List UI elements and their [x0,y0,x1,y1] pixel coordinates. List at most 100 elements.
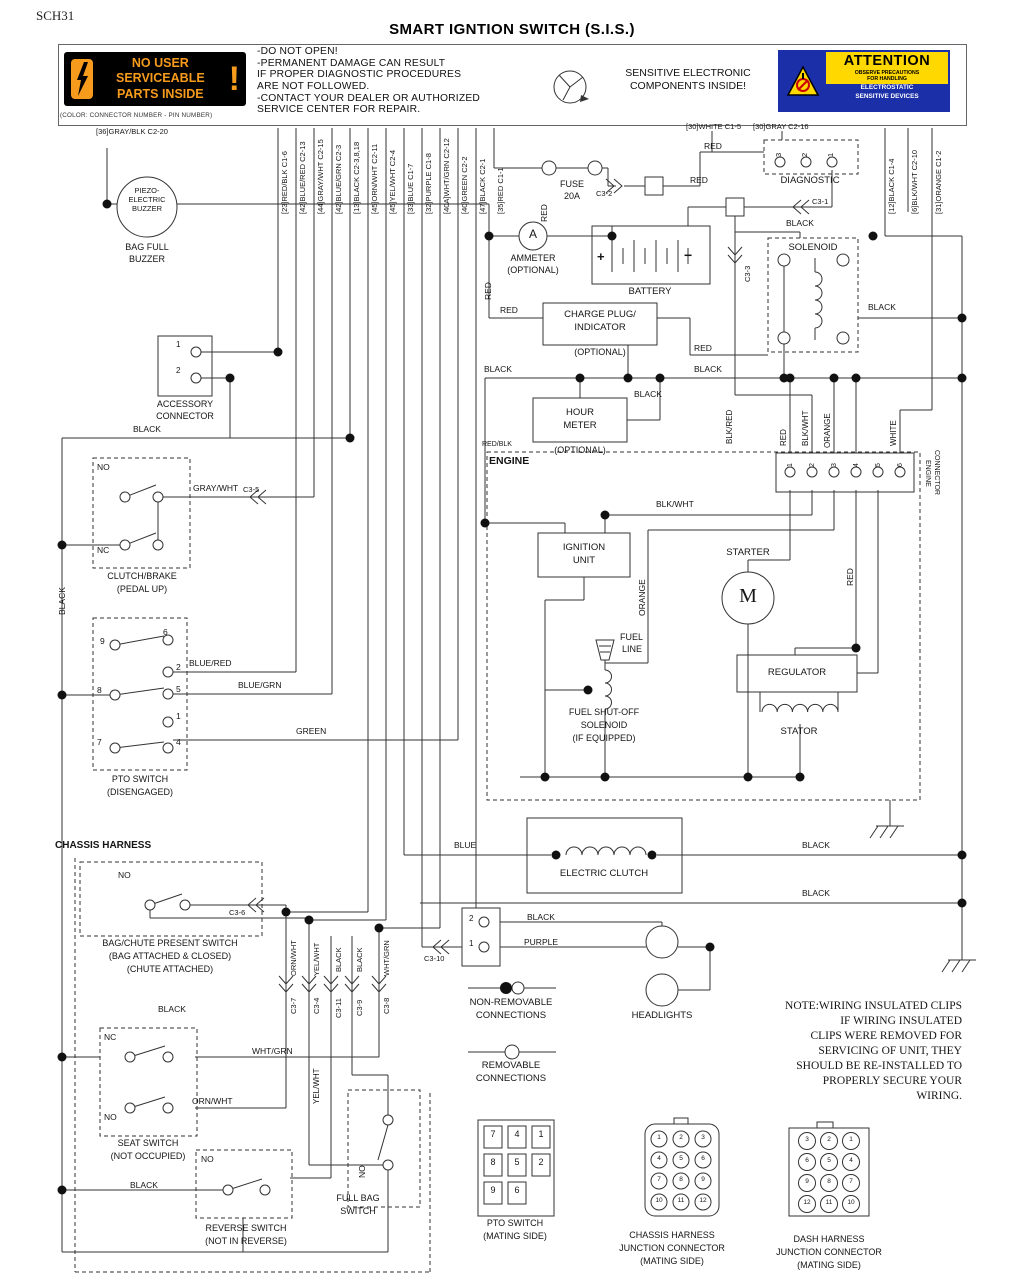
pto-mating-connector [477,1119,555,1217]
bag-chute-switch-box [79,861,263,937]
pto-pin [109,639,121,651]
accessory-pin [190,372,202,384]
battery-box [591,225,711,285]
solenoid-terminal [777,331,791,345]
switch-contact [382,1159,394,1171]
switch-contact [124,1102,136,1114]
removable-connection-icon [504,1044,520,1060]
diagnostic-pin [800,156,812,168]
attention-subtitle: OBSERVE PRECAUTIONS [854,69,920,76]
warning-line: -PERMANENT DAMAGE CAN RESULT [257,57,446,69]
accessory-pin [190,346,202,358]
switch-contact [179,899,191,911]
warning-line: SERVICE CENTER FOR REPAIR. [257,104,421,116]
attention-esd-text: ELECTROSTATIC SENSITIVE DEVICES [826,84,948,110]
solenoid-coil [814,271,823,329]
pto-pin [162,666,174,678]
charge-plug-box [542,302,658,346]
switch-contact [119,539,131,551]
badge-line: PARTS INSIDE [117,86,204,101]
battery-plates [611,240,689,272]
buzzer-symbol [116,176,178,238]
ammeter-symbol [518,221,548,251]
fuse-symbol [541,160,557,176]
warning-text: -DO NOT OPEN! -PERMANENT DAMAGE CAN RESU… [257,46,480,116]
ignition-unit-box [537,532,631,578]
clutch-coil [565,846,647,856]
solenoid-box [767,237,859,353]
attention-subtitle: FOR HANDLING [867,76,907,83]
non-removable-connection-icon [511,981,525,995]
warning-line: ARE NOT FOLLOWED. [257,80,370,92]
diagnostic-pin [826,156,838,168]
attention-esd-line: ELECTROSTATIC [860,84,914,92]
fuse-symbol [587,160,603,176]
color-legend: (COLOR: CONNECTOR NUMBER - PIN NUMBER) [60,112,213,119]
headlight-connector-pin [478,941,490,953]
headlight-connector-box [461,907,501,967]
component-outlines [109,156,915,1196]
accessory-connector-box [157,335,213,397]
page-title: SMART IGNTION SWITCH (S.I.S.) [389,21,635,38]
exclamation-icon: ! [228,59,240,98]
ground-icon [869,825,976,973]
warning-panel [58,44,967,126]
solenoid-terminal [836,253,850,267]
pto-pin [109,742,121,754]
component-dashed-outlines [74,139,921,1273]
reverse-switch-box [195,1149,293,1219]
switch-arms [114,484,389,1191]
switch-contact [119,491,131,503]
lightning-bolt-icon [71,59,93,99]
stator-coil [761,703,839,713]
pto-switch-box [92,617,188,771]
warning-line: IF PROPER DIAGNOSTIC PROCEDURES [257,69,462,81]
diagnostic-pin [774,156,786,168]
fuel-solenoid-coil [604,669,612,710]
switch-contact [144,899,156,911]
warning-line: -DO NOT OPEN! [257,46,338,57]
attention-title: ATTENTION [843,53,931,69]
sensitive-components-note: SENSITIVE ELECTRONIC COMPONENTS INSIDE! [612,67,764,93]
switch-contact [152,539,164,551]
pto-pin [162,634,174,646]
switch-contact [222,1184,234,1196]
engine-connector-pin [872,466,884,478]
attention-label: ATTENTION OBSERVE PRECAUTIONS FOR HANDLI… [778,50,950,112]
engine-connector-pin [806,466,818,478]
switch-contact [259,1184,271,1196]
switch-contact [124,1051,136,1063]
engine-box [486,451,921,801]
esd-wheel-icon [553,70,589,104]
junction-dots [57,199,967,1195]
solenoid-terminal [836,331,850,345]
engine-connector-pin [850,466,862,478]
chassis-junction-connector [644,1117,720,1217]
inline-connector-2 [725,197,745,217]
engine-connector-pin [784,466,796,478]
warning-line: -CONTACT YOUR DEALER OR AUTHORIZED [257,92,481,104]
sensitive-line: SENSITIVE ELECTRONIC [625,67,751,79]
badge-line: NO USER SERVICEABLE [115,55,205,86]
attention-esd-line: SENSITIVE DEVICES [855,93,919,101]
no-user-serviceable-badge: NO USER SERVICEABLE PARTS INSIDE ! [64,52,246,106]
sheet-id: SCH31 [36,8,75,23]
pto-pin [162,742,174,754]
starter-symbol [721,571,775,625]
wires [61,128,976,1253]
engine-connector-box [775,452,915,493]
engine-connector-pin [894,466,906,478]
dash-junction-connector [788,1121,870,1217]
headlight-symbol [645,925,679,959]
fuel-line-symbol [595,639,615,661]
switch-contact [152,491,164,503]
headlight-connector-pin [478,916,490,928]
diagnostic-box [763,139,859,175]
full-bag-switch-box [347,1089,421,1208]
hour-meter-box [532,397,628,443]
electric-clutch-box [526,817,683,894]
engine-connector-pin [828,466,840,478]
seat-switch-box [99,1027,198,1137]
connector-chevrons [247,178,810,993]
